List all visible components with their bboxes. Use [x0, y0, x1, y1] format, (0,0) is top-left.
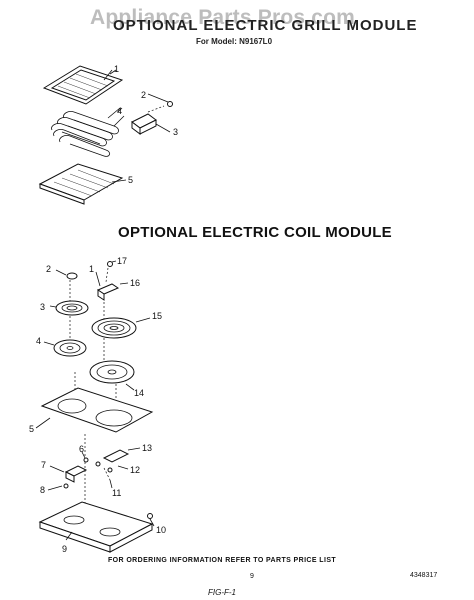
figure-id: FIG-F-1: [208, 588, 236, 597]
coil-module-title: OPTIONAL ELECTRIC COIL MODULE: [118, 224, 392, 241]
coil-callout-17: 17: [117, 256, 127, 266]
box-screw: [147, 513, 155, 527]
switch-bracket: [95, 447, 141, 489]
element-receptacle: [95, 260, 129, 301]
coil-callout-3: 3: [40, 302, 45, 312]
coil-callout-8: 8: [40, 485, 45, 495]
large-coil-element: [91, 317, 151, 339]
large-drip-bowl: [89, 360, 135, 391]
grill-grate: [42, 65, 124, 105]
coil-callout-16: 16: [130, 278, 140, 288]
coil-callout-2: 2: [46, 264, 51, 274]
coil-callout-9: 9: [62, 544, 67, 554]
coil-callout-5: 5: [29, 424, 34, 434]
terminal-block: [131, 105, 165, 135]
grill-element: [51, 107, 125, 157]
coil-callout-1: 1: [89, 264, 94, 274]
grill-callout-1: 1: [114, 64, 119, 74]
control-knob: [55, 269, 78, 280]
page-number: 9: [250, 573, 254, 580]
grill-callout-5: 5: [128, 175, 133, 185]
coil-callout-6: 6: [79, 444, 84, 454]
coil-callout-14: 14: [134, 388, 144, 398]
burner-box: [38, 501, 154, 553]
grill-module-title: OPTIONAL ELECTRIC GRILL MODULE: [113, 17, 418, 34]
small-drip-bowl: [43, 339, 87, 357]
document-part-number: 4348317: [410, 572, 438, 579]
small-coil-element: [49, 300, 89, 316]
grill-callout-2: 2: [141, 90, 146, 100]
model-label: For Model: N9167L0: [196, 37, 273, 46]
coil-callout-4: 4: [36, 336, 41, 346]
coil-callout-12: 12: [130, 465, 140, 475]
grill-callout-4: 4: [117, 106, 122, 116]
element-trim-plate: [35, 387, 154, 433]
infinite-switch: [47, 451, 89, 491]
grill-drip-pan: [38, 163, 124, 205]
grill-callout-3: 3: [173, 127, 178, 137]
coil-callout-7: 7: [41, 460, 46, 470]
coil-callout-11: 11: [112, 488, 121, 498]
ordering-note: FOR ORDERING INFORMATION REFER TO PARTS …: [108, 557, 337, 564]
coil-callout-15: 15: [152, 311, 162, 321]
mounting-screw: [147, 93, 173, 107]
watermark: Appliance Parts Pros.com: [90, 6, 356, 29]
coil-callout-10: 10: [156, 525, 166, 535]
coil-callout-13: 13: [142, 443, 152, 453]
